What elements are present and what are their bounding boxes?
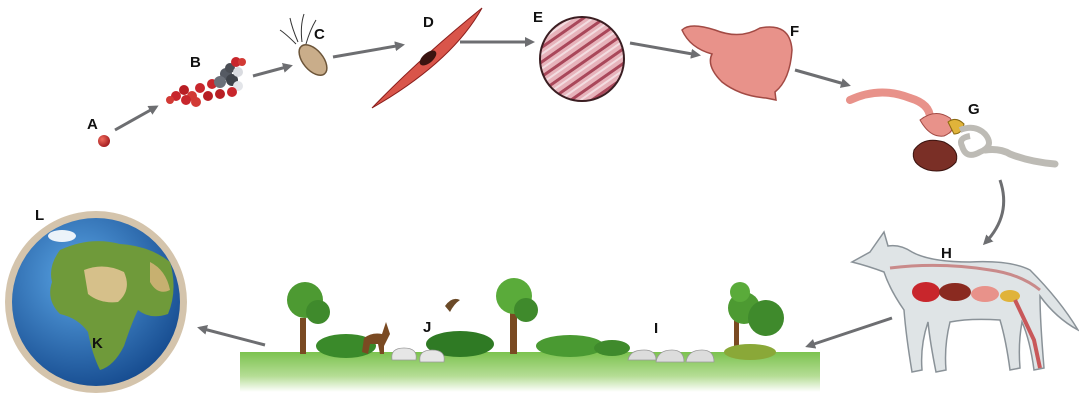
label-l: L bbox=[35, 207, 44, 224]
organ-system-icon bbox=[850, 92, 1055, 171]
label-k: K bbox=[92, 335, 103, 352]
arrow-j-k bbox=[200, 328, 265, 345]
label-a: A bbox=[87, 116, 98, 133]
sheep-icon bbox=[392, 348, 417, 360]
molecule-icon bbox=[166, 57, 246, 107]
label-g: G bbox=[968, 101, 980, 118]
atom-icon bbox=[98, 135, 110, 147]
cell-icon bbox=[280, 14, 332, 80]
ecosystem-landscape bbox=[240, 278, 820, 392]
deer-icon bbox=[362, 322, 390, 354]
label-i: I bbox=[654, 320, 658, 337]
arrow-h-i bbox=[808, 318, 892, 346]
tissue-icon bbox=[540, 17, 624, 101]
label-d: D bbox=[423, 14, 434, 31]
bird-icon bbox=[445, 299, 460, 312]
label-h: H bbox=[941, 245, 952, 262]
label-j: J bbox=[423, 319, 431, 336]
wolf-population-icon bbox=[628, 282, 784, 362]
label-b: B bbox=[190, 54, 201, 71]
organ-icon bbox=[682, 26, 792, 100]
label-f: F bbox=[790, 23, 799, 40]
arrow-c-d bbox=[333, 45, 402, 57]
arrow-b-c bbox=[253, 66, 290, 76]
arrow-e-f bbox=[630, 43, 698, 55]
wolf-organism-icon bbox=[852, 232, 1078, 372]
label-e: E bbox=[533, 9, 543, 26]
arrow-f-g bbox=[795, 70, 848, 85]
label-c: C bbox=[314, 26, 325, 43]
arrow-g-h bbox=[985, 180, 1004, 243]
arrow-a-b bbox=[115, 107, 156, 130]
biosphere-icon bbox=[5, 211, 187, 393]
community-icon bbox=[287, 278, 630, 362]
